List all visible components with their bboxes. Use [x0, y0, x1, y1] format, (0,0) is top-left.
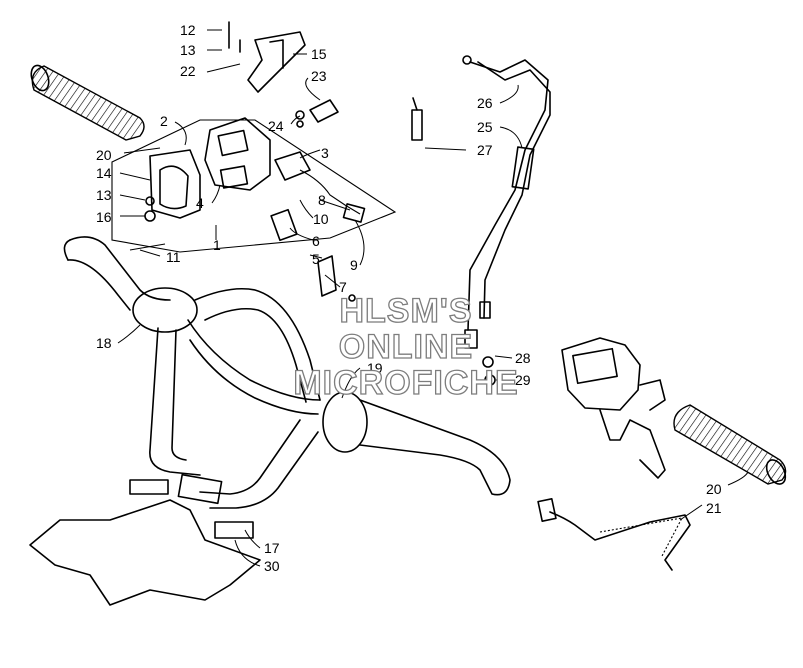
- callout-17: 17: [264, 540, 280, 556]
- callout-7: 7: [339, 279, 347, 295]
- watermark-line-1: HLSM'S: [339, 292, 472, 330]
- callout-14: 14: [96, 165, 112, 181]
- callout-19: 19: [367, 360, 383, 376]
- callout-15: 15: [311, 46, 327, 62]
- callout-13: 13: [180, 42, 196, 58]
- throttle-cable: [411, 55, 551, 386]
- callout-2: 2: [160, 113, 168, 129]
- callout-27: 27: [477, 142, 493, 158]
- callout-12: 12: [180, 22, 196, 38]
- callout-8: 8: [318, 192, 326, 208]
- handlebar: [63, 236, 511, 509]
- callout-13-lower: 13: [96, 187, 112, 203]
- callout-9: 9: [350, 257, 358, 273]
- callout-6: 6: [312, 233, 320, 249]
- switch-housing-assembly: [111, 117, 397, 302]
- callout-22: 22: [180, 63, 196, 79]
- callout-28: 28: [515, 350, 531, 366]
- callout-21: 21: [706, 500, 722, 516]
- left-hand-grip: [30, 64, 145, 141]
- watermark-line-2: ONLINE: [339, 328, 473, 366]
- callout-20-right: 20: [706, 481, 722, 497]
- callout-23: 23: [311, 68, 327, 84]
- callout-18: 18: [96, 335, 112, 351]
- brake-master-cylinder: [561, 337, 666, 479]
- callout-24: 24: [268, 118, 284, 134]
- callout-4: 4: [196, 195, 204, 211]
- leader-lines: [117, 29, 749, 567]
- callout-30: 30: [264, 558, 280, 574]
- watermark: HLSM'S ONLINE MICROFICHE: [293, 291, 519, 402]
- callout-11: 11: [166, 249, 181, 265]
- callout-1: 1: [213, 237, 221, 253]
- callout-25: 25: [477, 119, 493, 135]
- watermark-line-3: MICROFICHE: [293, 364, 518, 402]
- callout-3: 3: [321, 145, 329, 161]
- callout-labels: 12 13 22 15 23 24 2 3 20 14 13 16 4 8 10…: [96, 22, 722, 574]
- callout-20-left: 20: [96, 147, 112, 163]
- callout-5: 5: [312, 251, 320, 267]
- right-hand-grip: [537, 404, 787, 571]
- callout-16: 16: [96, 209, 112, 225]
- handlebar-pad: [29, 479, 261, 606]
- callout-26: 26: [477, 95, 493, 111]
- top-bracket-and-switch: [228, 21, 339, 128]
- callout-10: 10: [313, 211, 329, 227]
- callout-29: 29: [515, 372, 531, 388]
